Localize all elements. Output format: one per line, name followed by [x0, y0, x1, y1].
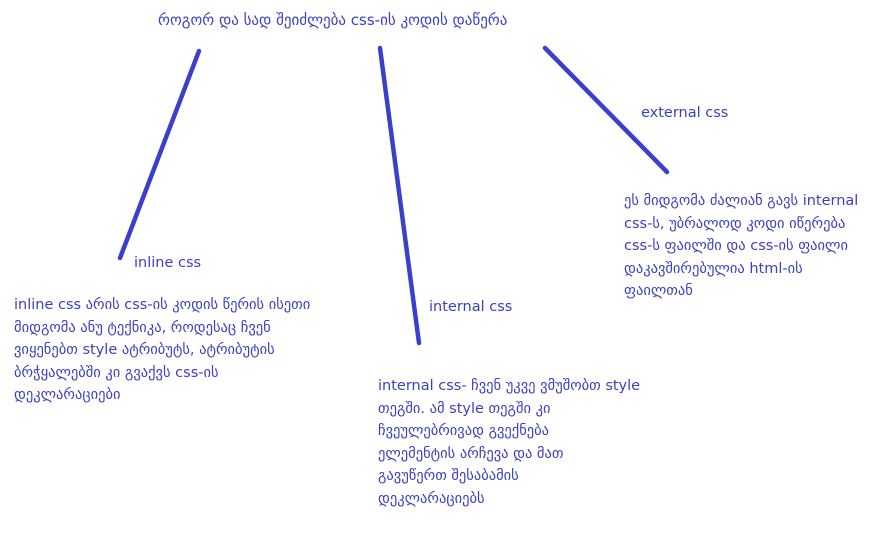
- description-internal-css: internal css- ჩვენ უკვე ვმუშობთ style თე…: [378, 378, 641, 507]
- connector-inline: [117, 48, 202, 261]
- description-external-css: ეს მიდგომა ძალიან გავს internal css-ს, უ…: [624, 193, 859, 299]
- description-inline-css: inline css არის css-ის კოდის წერის ისეთი…: [14, 297, 311, 403]
- diagram-title: როგორ და სად შეიძლება css-ის კოდის დაწერ…: [158, 11, 508, 29]
- connector-external: [542, 45, 670, 175]
- label-external-css: external css: [641, 105, 729, 121]
- label-internal-css: internal css: [429, 299, 513, 315]
- connector-internal: [377, 45, 422, 346]
- label-inline-css: inline css: [134, 255, 202, 271]
